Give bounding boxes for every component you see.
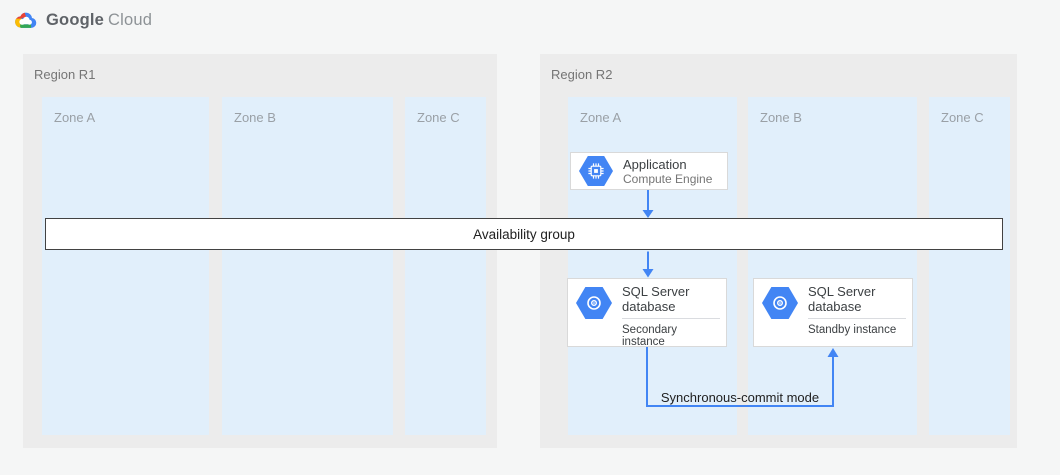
sync-commit-mode-label: Synchronous-commit mode (660, 390, 820, 405)
zone-label: Zone A (54, 110, 96, 125)
availability-group-label: Availability group (473, 226, 575, 242)
region-r2-zone-a: Zone A (568, 97, 737, 435)
region-r1-label: Region R1 (34, 67, 96, 82)
zone-label: Zone C (941, 110, 984, 125)
region-r2-label: Region R2 (551, 67, 613, 82)
region-r1-zone-a: Zone A (42, 97, 209, 435)
zone-label: Zone B (760, 110, 802, 125)
sql-standby-node: SQL Server database Standby instance (753, 278, 913, 347)
brand-google: Google (46, 10, 105, 29)
sql-standby-instance-label: Standby instance (808, 324, 897, 336)
sql-server-database-icon (762, 287, 798, 319)
compute-engine-icon (579, 156, 613, 186)
divider (622, 318, 720, 319)
zone-label: Zone B (234, 110, 276, 125)
application-title: Application (623, 156, 687, 172)
region-r1: Region R1 Zone A Zone B Zone C (23, 54, 497, 448)
zone-label: Zone A (580, 110, 622, 125)
sql-secondary-instance-label: Secondary instance (622, 324, 677, 348)
application-subtitle: Compute Engine (623, 171, 713, 186)
sql-server-database-icon (576, 287, 612, 319)
application-node: Application Compute Engine (570, 152, 728, 190)
zone-label: Zone C (417, 110, 460, 125)
region-r1-zone-c: Zone C (405, 97, 486, 435)
google-cloud-logo-icon (15, 12, 37, 28)
region-r1-zone-b: Zone B (222, 97, 393, 435)
availability-group-bar: Availability group (45, 218, 1003, 250)
region-r2-zone-b: Zone B (748, 97, 917, 435)
sql-secondary-title: SQL Server database (622, 284, 690, 314)
region-r2-zone-c: Zone C (929, 97, 1010, 435)
divider (808, 318, 906, 319)
sql-secondary-node: SQL Server database Secondary instance (567, 278, 727, 348)
brand-cloud: Cloud (108, 10, 153, 29)
region-r2: Region R2 Zone A Zone B Zone C (540, 54, 1017, 448)
sql-standby-title: SQL Server database (808, 284, 876, 314)
